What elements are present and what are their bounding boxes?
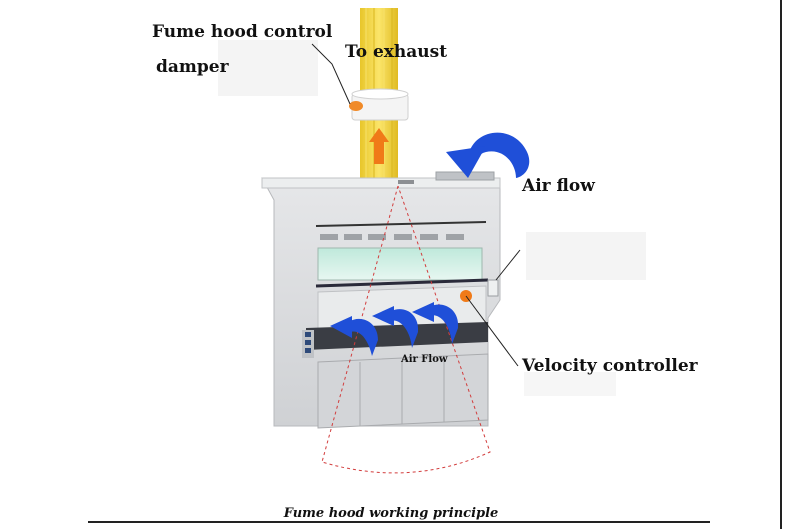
inner-air-flow-label: Air Flow [401,354,448,365]
caption-underline [88,521,710,523]
diagram-caption: Fume hood working principle [283,506,499,521]
controller-panel [487,279,499,297]
curved-arrow-icon [412,302,459,344]
curved-arrow-icon [372,306,419,348]
damper-knob-icon [349,101,363,111]
up-arrow-icon [369,128,389,164]
damper-collar [349,88,409,121]
blurred-region [524,372,616,396]
blurred-region [526,232,646,280]
damper-leader-line [311,43,351,105]
curved-arrow-icon [446,132,530,178]
diagram-frame [780,0,782,529]
exhaust-label: To exhaust [345,42,448,62]
damper-label-line2: damper [156,57,229,77]
damper-label-line1: Fume hood control [152,22,333,42]
sensor-leader-line [495,249,521,281]
velocity-controller-label: Velocity controller [522,356,698,376]
capture-zone-outline [321,185,491,474]
velocity-leader-line [465,295,519,367]
blurred-region [218,40,318,96]
curved-arrow-icon [330,316,378,356]
air-flow-label: Air flow [522,176,595,196]
